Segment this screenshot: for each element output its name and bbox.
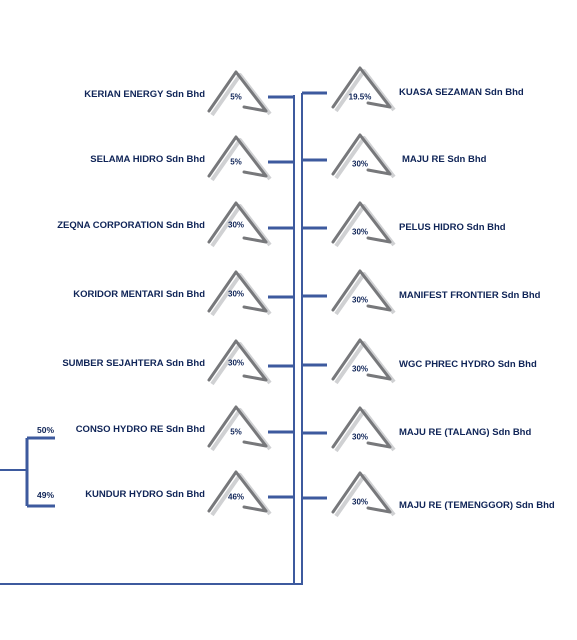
ownership-triangle-left-0 bbox=[207, 70, 272, 117]
right-percent-5: 30% bbox=[351, 432, 369, 442]
ownership-triangle-right-2 bbox=[331, 201, 396, 248]
right-entity-name-4: WGC PHREC HYDRO Sdn Bhd bbox=[399, 359, 537, 370]
left-percent-1: 5% bbox=[230, 157, 242, 167]
right-percent-6: 30% bbox=[351, 497, 369, 507]
left-percent-0: 5% bbox=[230, 92, 242, 102]
right-entity-name-5: MAJU RE (TALANG) Sdn Bhd bbox=[399, 427, 532, 438]
right-percent-4: 30% bbox=[351, 364, 369, 374]
left-percent-5: 5% bbox=[230, 427, 242, 437]
left-entity-name-1: SELAMA HIDRO Sdn Bhd bbox=[90, 154, 205, 165]
ownership-triangle-right-0 bbox=[331, 66, 396, 113]
ownership-triangle-right-3 bbox=[331, 269, 396, 316]
right-entity-name-0: KUASA SEZAMAN Sdn Bhd bbox=[399, 87, 524, 98]
ownership-triangle-left-2 bbox=[207, 201, 272, 248]
left-entity-name-2: ZEQNA CORPORATION Sdn Bhd bbox=[57, 220, 205, 231]
outer-percent-5: 50% bbox=[37, 425, 55, 435]
ownership-triangle-right-1 bbox=[331, 133, 396, 180]
ownership-triangle-left-3 bbox=[207, 270, 272, 317]
right-percent-2: 30% bbox=[351, 227, 369, 237]
left-entity-name-3: KORIDOR MENTARI Sdn Bhd bbox=[73, 289, 205, 300]
right-entity-name-3: MANIFEST FRONTIER Sdn Bhd bbox=[399, 290, 541, 301]
left-entity-name-4: SUMBER SEJAHTERA Sdn Bhd bbox=[62, 358, 205, 369]
right-entity-name-6: MAJU RE (TEMENGGOR) Sdn Bhd bbox=[399, 500, 555, 511]
left-entity-name-6: KUNDUR HYDRO Sdn Bhd bbox=[85, 489, 205, 500]
left-percent-2: 30% bbox=[227, 220, 245, 230]
ownership-triangle-left-1 bbox=[207, 135, 272, 182]
left-percent-6: 46% bbox=[227, 492, 245, 502]
outer-percent-6: 49% bbox=[37, 490, 55, 500]
right-percent-3: 30% bbox=[351, 295, 369, 305]
left-percent-4: 30% bbox=[227, 358, 245, 368]
right-percent-1: 30% bbox=[351, 159, 369, 169]
ownership-triangle-right-4 bbox=[331, 338, 396, 385]
left-entity-name-5: CONSO HYDRO RE Sdn Bhd bbox=[75, 424, 205, 435]
left-percent-3: 30% bbox=[227, 289, 245, 299]
ownership-triangle-right-6 bbox=[331, 471, 396, 518]
ownership-triangle-left-5 bbox=[207, 405, 272, 452]
right-percent-0: 19.5% bbox=[348, 92, 372, 102]
right-entity-name-1: MAJU RE Sdn Bhd bbox=[402, 154, 487, 165]
left-entity-name-0: KERIAN ENERGY Sdn Bhd bbox=[84, 89, 205, 100]
right-entity-name-2: PELUS HIDRO Sdn Bhd bbox=[399, 222, 506, 233]
ownership-triangle-left-6 bbox=[207, 470, 272, 517]
ownership-triangle-right-5 bbox=[331, 406, 396, 453]
ownership-triangle-left-4 bbox=[207, 339, 272, 386]
